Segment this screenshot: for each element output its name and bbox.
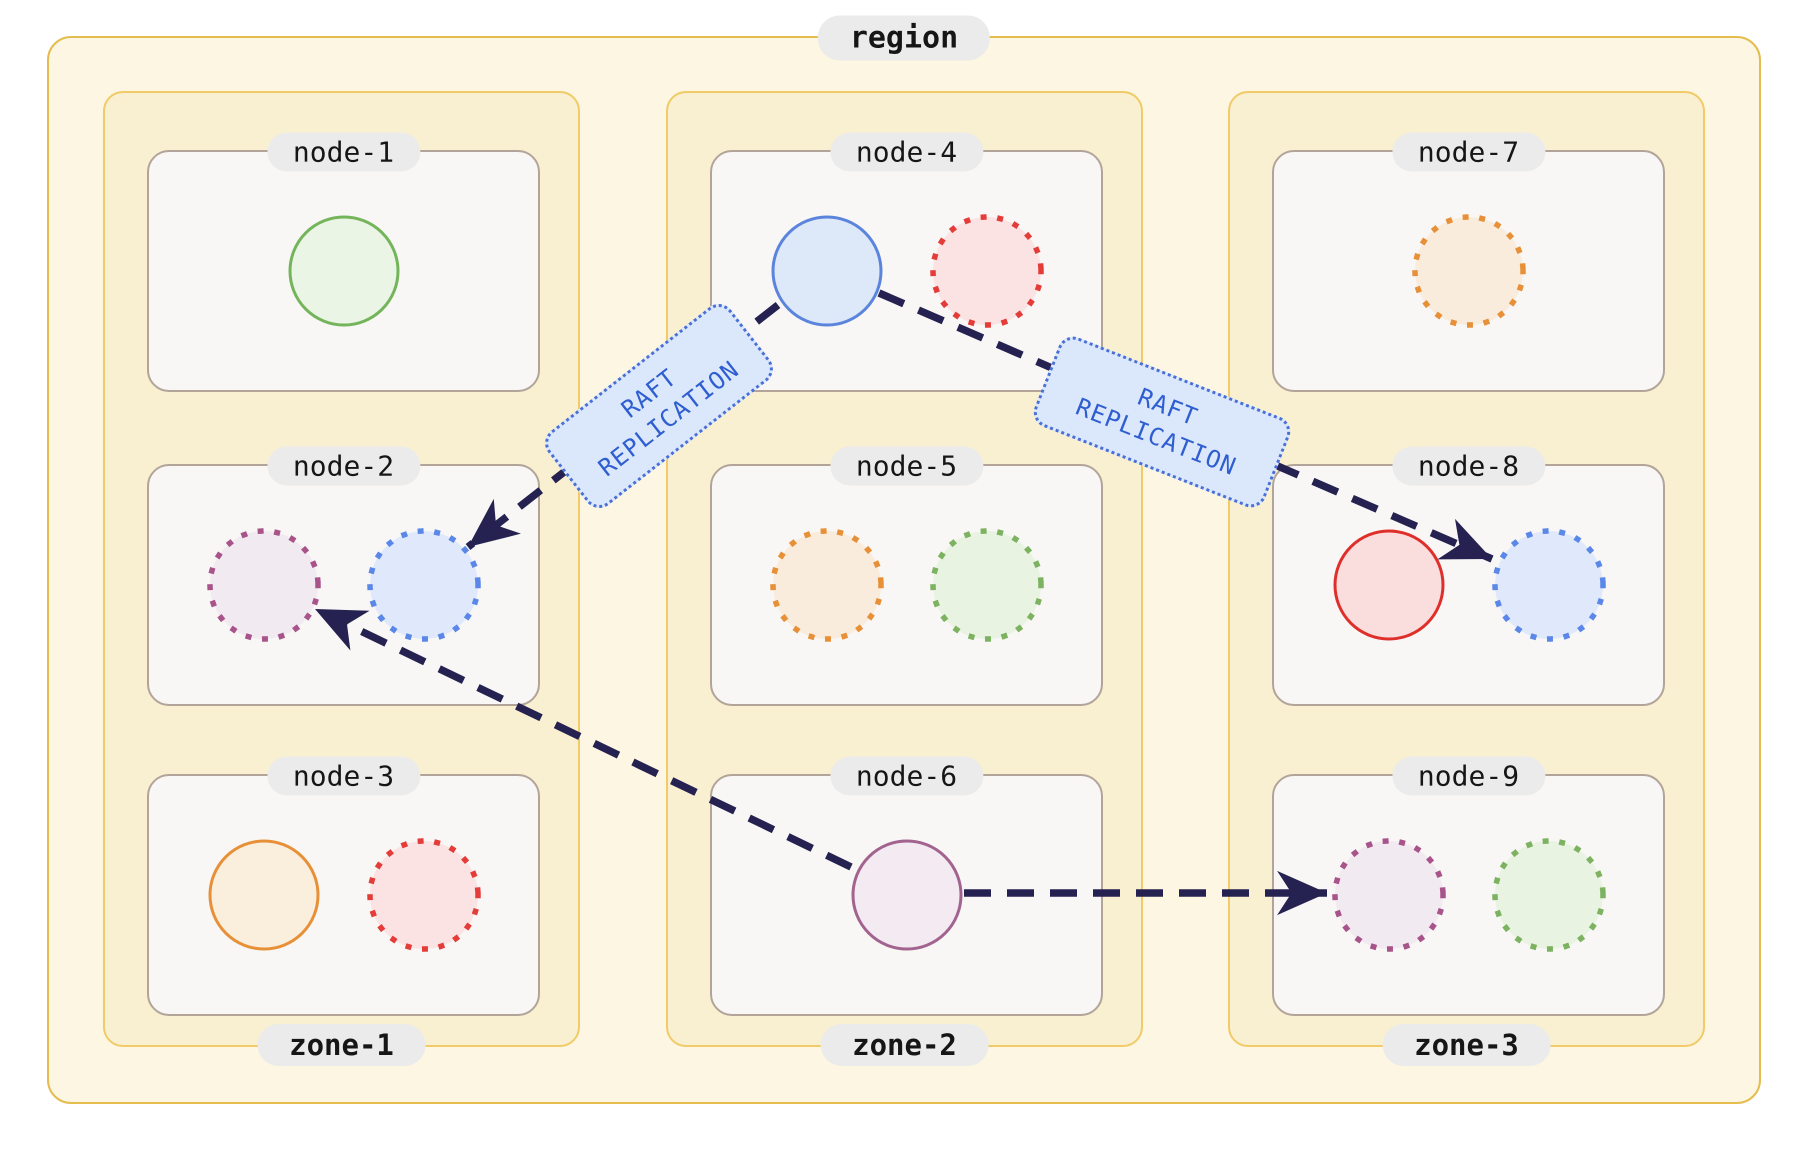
node-4-box: node-4 bbox=[710, 132, 1103, 392]
replica-circle bbox=[929, 528, 1044, 642]
node-1-box: node-1 bbox=[147, 132, 540, 392]
zone-1-label: zone-1 bbox=[257, 1024, 426, 1066]
replica-circle bbox=[366, 528, 481, 642]
node-8-replicas bbox=[1274, 466, 1663, 704]
node-9-replicas bbox=[1274, 776, 1663, 1014]
node-6-replicas bbox=[712, 776, 1101, 1014]
node-9-label: node-9 bbox=[1391, 756, 1546, 796]
node-4-replicas bbox=[712, 152, 1101, 390]
replica-circle bbox=[769, 528, 884, 642]
node-1-label: node-1 bbox=[266, 132, 421, 172]
replica-circle bbox=[1331, 838, 1446, 952]
node-9-box: node-9 bbox=[1272, 756, 1665, 1016]
replica-circle bbox=[929, 214, 1044, 328]
node-7-label: node-7 bbox=[1391, 132, 1546, 172]
node-6-label: node-6 bbox=[829, 756, 984, 796]
zone-1-box: zone-1 node-1 node-2 node-3 bbox=[103, 91, 580, 1066]
node-5-label: node-5 bbox=[829, 446, 984, 486]
region-label: region bbox=[817, 15, 991, 61]
zone-2-label: zone-2 bbox=[820, 1024, 989, 1066]
zone-3-label: zone-3 bbox=[1382, 1024, 1551, 1066]
replica-circle bbox=[1411, 214, 1526, 328]
node-8-box: node-8 bbox=[1272, 446, 1665, 706]
node-2-replicas bbox=[149, 466, 538, 704]
node-5-box: node-5 bbox=[710, 446, 1103, 706]
replica-circle bbox=[206, 528, 321, 642]
node-4-label: node-4 bbox=[829, 132, 984, 172]
replica-circle bbox=[1491, 838, 1606, 952]
node-2-box: node-2 bbox=[147, 446, 540, 706]
node-3-replicas bbox=[149, 776, 538, 1014]
replica-circle bbox=[208, 839, 319, 951]
node-6-box: node-6 bbox=[710, 756, 1103, 1016]
node-7-replicas bbox=[1274, 152, 1663, 390]
replica-circle bbox=[851, 839, 962, 951]
node-2-label: node-2 bbox=[266, 446, 421, 486]
replica-circle bbox=[1333, 529, 1444, 641]
node-8-label: node-8 bbox=[1391, 446, 1546, 486]
replica-circle bbox=[1491, 528, 1606, 642]
replica-circle-leader bbox=[771, 215, 882, 327]
node-3-label: node-3 bbox=[266, 756, 421, 796]
node-3-box: node-3 bbox=[147, 756, 540, 1016]
node-7-box: node-7 bbox=[1272, 132, 1665, 392]
zone-3-box: zone-3 node-7 node-8 node-9 bbox=[1228, 91, 1705, 1066]
replica-circle bbox=[288, 215, 399, 327]
node-1-replicas bbox=[149, 152, 538, 390]
replica-circle bbox=[366, 838, 481, 952]
zone-2-box: zone-2 node-4 node-5 node-6 bbox=[666, 91, 1143, 1066]
node-5-replicas bbox=[712, 466, 1101, 704]
